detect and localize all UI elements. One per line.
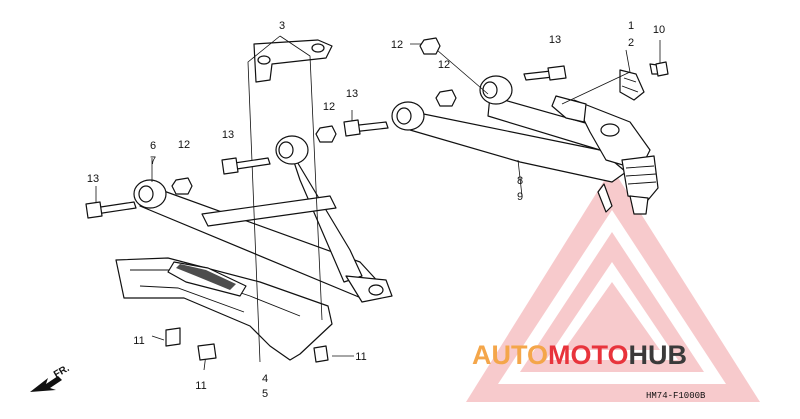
callout-labels: 1 2 3 4 5 6 7 8 9 10 11 11 11 12 12 12 1… bbox=[87, 20, 665, 400]
skid-plate bbox=[115, 257, 333, 361]
callout-8: 8 bbox=[517, 175, 523, 187]
lower-arm bbox=[133, 135, 393, 303]
callout-11-right: 11 bbox=[355, 351, 366, 363]
diagram-code: HM74-F1000B bbox=[646, 391, 706, 401]
upper-arm bbox=[391, 75, 659, 215]
callout-5: 5 bbox=[262, 388, 268, 400]
callout-11-left: 11 bbox=[133, 335, 144, 347]
nuts bbox=[171, 37, 457, 195]
front-label: FR. bbox=[52, 363, 72, 381]
watermark-auto: AUTO bbox=[472, 340, 548, 370]
bracket-3 bbox=[253, 39, 333, 83]
callout-13-lower-arm: 13 bbox=[222, 129, 234, 141]
callout-2: 2 bbox=[628, 37, 634, 49]
callout-12-left: 12 bbox=[178, 139, 190, 151]
callout-9: 9 bbox=[517, 191, 523, 203]
callout-12-center: 12 bbox=[323, 101, 335, 113]
bracket-clamp bbox=[551, 63, 667, 123]
leader-lines bbox=[95, 35, 661, 371]
callout-4: 4 bbox=[262, 373, 268, 385]
callout-10: 10 bbox=[653, 24, 665, 36]
bolts bbox=[85, 65, 567, 219]
callout-11-bottom: 11 bbox=[195, 380, 206, 392]
front-arrow-icon bbox=[30, 376, 62, 392]
callout-13-center: 13 bbox=[346, 88, 358, 100]
watermark-text: AUTOMOTOHUB bbox=[472, 340, 687, 370]
watermark-logo bbox=[466, 168, 760, 402]
callout-13-top: 13 bbox=[549, 34, 561, 46]
callout-7: 7 bbox=[150, 155, 156, 167]
callout-12-upper-arm: 12 bbox=[438, 59, 450, 71]
screws bbox=[165, 61, 669, 363]
watermark-hub: HUB bbox=[629, 340, 688, 370]
front-direction-marker: FR. bbox=[30, 363, 72, 392]
callout-6: 6 bbox=[150, 140, 156, 152]
watermark-moto: MOTO bbox=[548, 340, 629, 370]
callout-12-top: 12 bbox=[391, 39, 403, 51]
callout-1: 1 bbox=[628, 20, 634, 32]
callout-3: 3 bbox=[279, 20, 285, 32]
callout-13-left: 13 bbox=[87, 173, 99, 185]
svg-text:AUTOMOTOHUB: AUTOMOTOHUB bbox=[472, 340, 687, 370]
